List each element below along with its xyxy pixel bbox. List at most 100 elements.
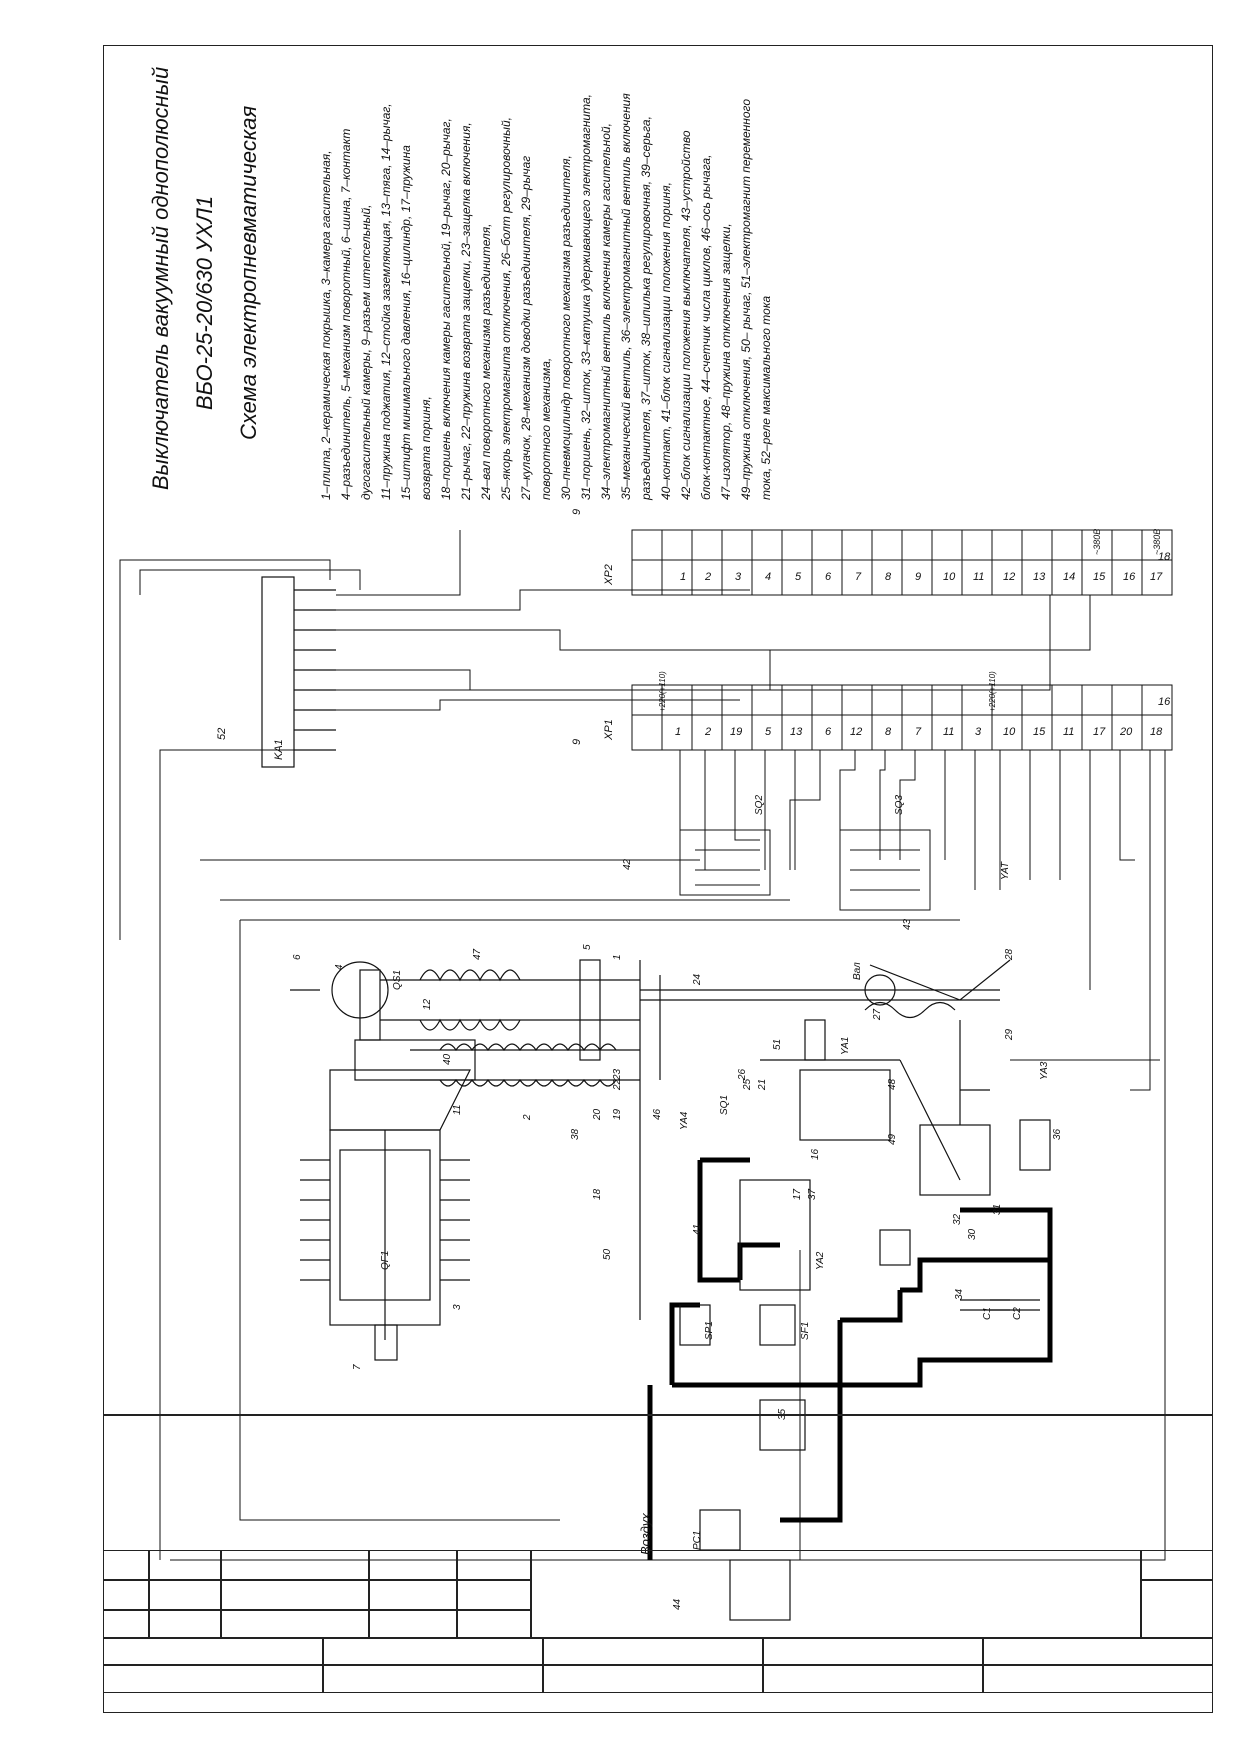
xp2-term-16: 16 [1123,571,1136,583]
part-41: 41 [692,1224,703,1235]
xp2-term-12: 12 [1003,571,1015,583]
xp1-term: 12 [850,726,862,738]
xp1-term: 1 [675,726,681,738]
xp1-term: 6 [825,726,832,738]
legend-line: дугогасительный камеры, 9–разъем штепсел… [359,205,373,500]
part-16: 16 [810,1148,821,1160]
num-9-label: 9 [571,509,583,515]
xp2-term-11: 11 [973,571,984,583]
tb-cell [221,1550,369,1580]
xp2-term-10: 10 [943,571,956,583]
part-25: 25 [742,1078,753,1091]
legend-line: 25–якорь электромагнита отключения, 26–б… [499,117,513,501]
terminal-strip-xp2 [631,529,1173,596]
tb-cell [763,1638,983,1665]
tb-cell [103,1550,149,1580]
part-1: 1 [612,954,623,960]
legend-line: поворотного механизма, [539,358,553,500]
title-line-2: ВБО-25-20/630 УХЛ1 [192,196,217,410]
part-4: 4 [334,964,345,970]
part-18: 18 [592,1188,603,1200]
xp1-term: 17 [1093,726,1106,738]
tb-cell [763,1665,983,1693]
tb-cell [369,1610,457,1638]
legend-line: 49–пружина отключения, 50– рычаг, 51–эле… [739,99,753,500]
tb-cell [103,1665,323,1693]
tb-cell [323,1665,543,1693]
legend-line: блок-контактное, 44–счетчик числа циклов… [699,155,713,501]
num-52-label: 52 [216,728,228,740]
legend-line: 47–изолятор, 48–пружина отключения защел… [719,223,733,500]
tb-cell [103,1610,149,1638]
part-50: 50 [602,1248,613,1260]
switch-sq3 [839,829,931,911]
legend-line: тока, 52–реле максимального тока [759,295,773,500]
xp1-term: 10 [1003,726,1016,738]
xp2-label: XP2 [603,564,615,586]
tb-cell [149,1550,221,1580]
part-23: 23 [612,1068,623,1081]
tb-cell [543,1665,763,1693]
legend: 1–плита, 2–керамическая покрышка, 3–каме… [319,93,773,501]
part-46: 46 [652,1108,663,1120]
title-line-1: Выключатель вакуумный однополюсный [148,67,173,490]
part-51: 51 [772,1039,783,1050]
x1-voltage-2: +220(+110) [988,671,997,712]
tb-cell [149,1610,221,1638]
tb-cell [323,1638,543,1665]
tb-cell [531,1550,1141,1638]
ya1-label: YA1 [840,1037,851,1055]
sq1-label: SQ1 [719,1095,730,1115]
xp1-term: 15 [1033,726,1046,738]
xp2-term-7: 7 [855,571,862,583]
legend-line: 34–электромагнитный вентиль включения ка… [599,123,613,500]
tb-cell [1141,1550,1213,1580]
part-2: 2 [522,1114,533,1121]
xp1-term: 20 [1119,726,1133,738]
title-block-separator [103,1414,1213,1416]
part-47: 47 [472,948,483,960]
legend-line: 18–поршень включения камеры гасительной,… [439,118,453,500]
xp2-term-6: 6 [825,571,832,583]
tb-cell [983,1638,1213,1665]
part-20: 20 [592,1108,603,1121]
sp1-label: SP1 [704,1321,715,1340]
c1-label: C1 [982,1307,993,1320]
val-label: Вал [852,962,863,980]
xp1-term: 13 [790,726,803,738]
part-27: 27 [872,1008,883,1021]
wiring [119,530,1166,1561]
part-40: 40 [442,1053,453,1065]
yat-label: YAT [1000,861,1011,880]
ya2-label: YA2 [815,1251,826,1270]
xp2-term-14: 14 [1063,571,1075,583]
c2-label: C2 [1012,1307,1023,1320]
num-43-label: 43 [902,918,913,930]
tb-cell [457,1550,531,1580]
part-22: 22 [612,1078,623,1091]
part-12: 12 [422,998,433,1010]
xp2-term-5: 5 [795,571,802,583]
x2-voltage-1: ~380В [1092,529,1102,555]
switch-sq2 [679,829,771,896]
title-block [103,1550,1213,1713]
xp1-term: 18 [1150,726,1163,738]
pneumatic-lines [647,1157,1053,1560]
legend-line: 24–вал поворотного механизма разъедините… [479,223,493,501]
tb-cell [457,1580,531,1610]
part-34: 34 [954,1288,965,1300]
tb-cell [103,1580,149,1610]
xp1-term: 11 [943,726,954,738]
part-11: 11 [452,1105,463,1115]
xp2-term-18: 18 [1158,551,1171,563]
xp1-term: 19 [730,726,742,738]
legend-line: 11–пружина поджатия, 12–стойка заземляющ… [379,103,393,500]
sf1-label: SF1 [800,1322,811,1340]
legend-line: разъединителя, 37–шток, 38–шпилька регул… [639,116,653,501]
part-21: 21 [757,1079,768,1091]
legend-line: 42–блок сигнализации положения выключате… [679,130,693,500]
part-3: 3 [452,1304,463,1310]
tb-cell [1141,1580,1213,1638]
